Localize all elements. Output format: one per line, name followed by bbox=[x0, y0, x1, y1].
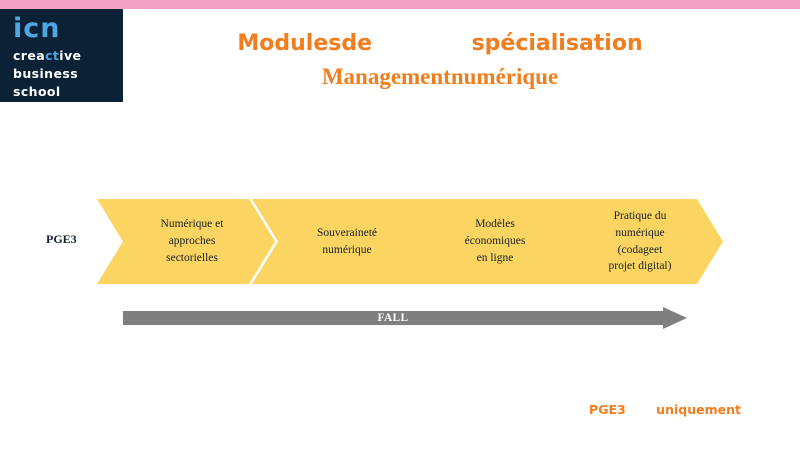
icn-logo: icn creactive business school bbox=[0, 9, 123, 102]
logo-tagline-creative-accent: ct bbox=[45, 48, 60, 63]
slide-title-line-1: Modulesde spécialisation bbox=[237, 31, 643, 56]
module-chevron-4-label: Pratique du numérique (codageet projet d… bbox=[608, 210, 672, 273]
module-chevron-2-label: Souveraineté numérique bbox=[316, 226, 378, 256]
module-chevron-3[interactable]: Modèles économiques en ligne bbox=[400, 199, 578, 284]
module-chevron-row: Numérique et approches sectorielles Souv… bbox=[97, 199, 723, 284]
logo-tagline-creative-pre: crea bbox=[13, 48, 46, 63]
logo-tagline-creative-post: ive bbox=[59, 48, 82, 63]
logo-wordmark: icn bbox=[13, 13, 61, 44]
module-chevron-3-label: Modèles économiques en ligne bbox=[464, 218, 526, 264]
timeline-arrow-label: FALL bbox=[377, 312, 409, 324]
module-chevron-1[interactable]: Numérique et approches sectorielles bbox=[97, 199, 275, 284]
timeline-arrow: FALL bbox=[123, 307, 687, 329]
program-row-label: PGE3 bbox=[46, 232, 77, 246]
module-chevron-4[interactable]: Pratique du numérique (codageet projet d… bbox=[545, 199, 723, 284]
footer-legend: PGE3 uniquement bbox=[589, 402, 741, 417]
module-chevron-2[interactable]: Souveraineté numérique bbox=[252, 199, 430, 284]
module-chevron-1-label: Numérique et approches sectorielles bbox=[160, 218, 224, 264]
top-accent-band bbox=[0, 0, 800, 9]
slide-title: Modulesde spécialisation Managementnumér… bbox=[130, 30, 750, 91]
slide-title-line-2: Managementnumérique bbox=[321, 63, 559, 89]
logo-tagline-creative: creactive bbox=[13, 48, 82, 63]
logo-tagline-school: school bbox=[13, 84, 61, 99]
logo-tagline-business: business bbox=[13, 66, 79, 81]
